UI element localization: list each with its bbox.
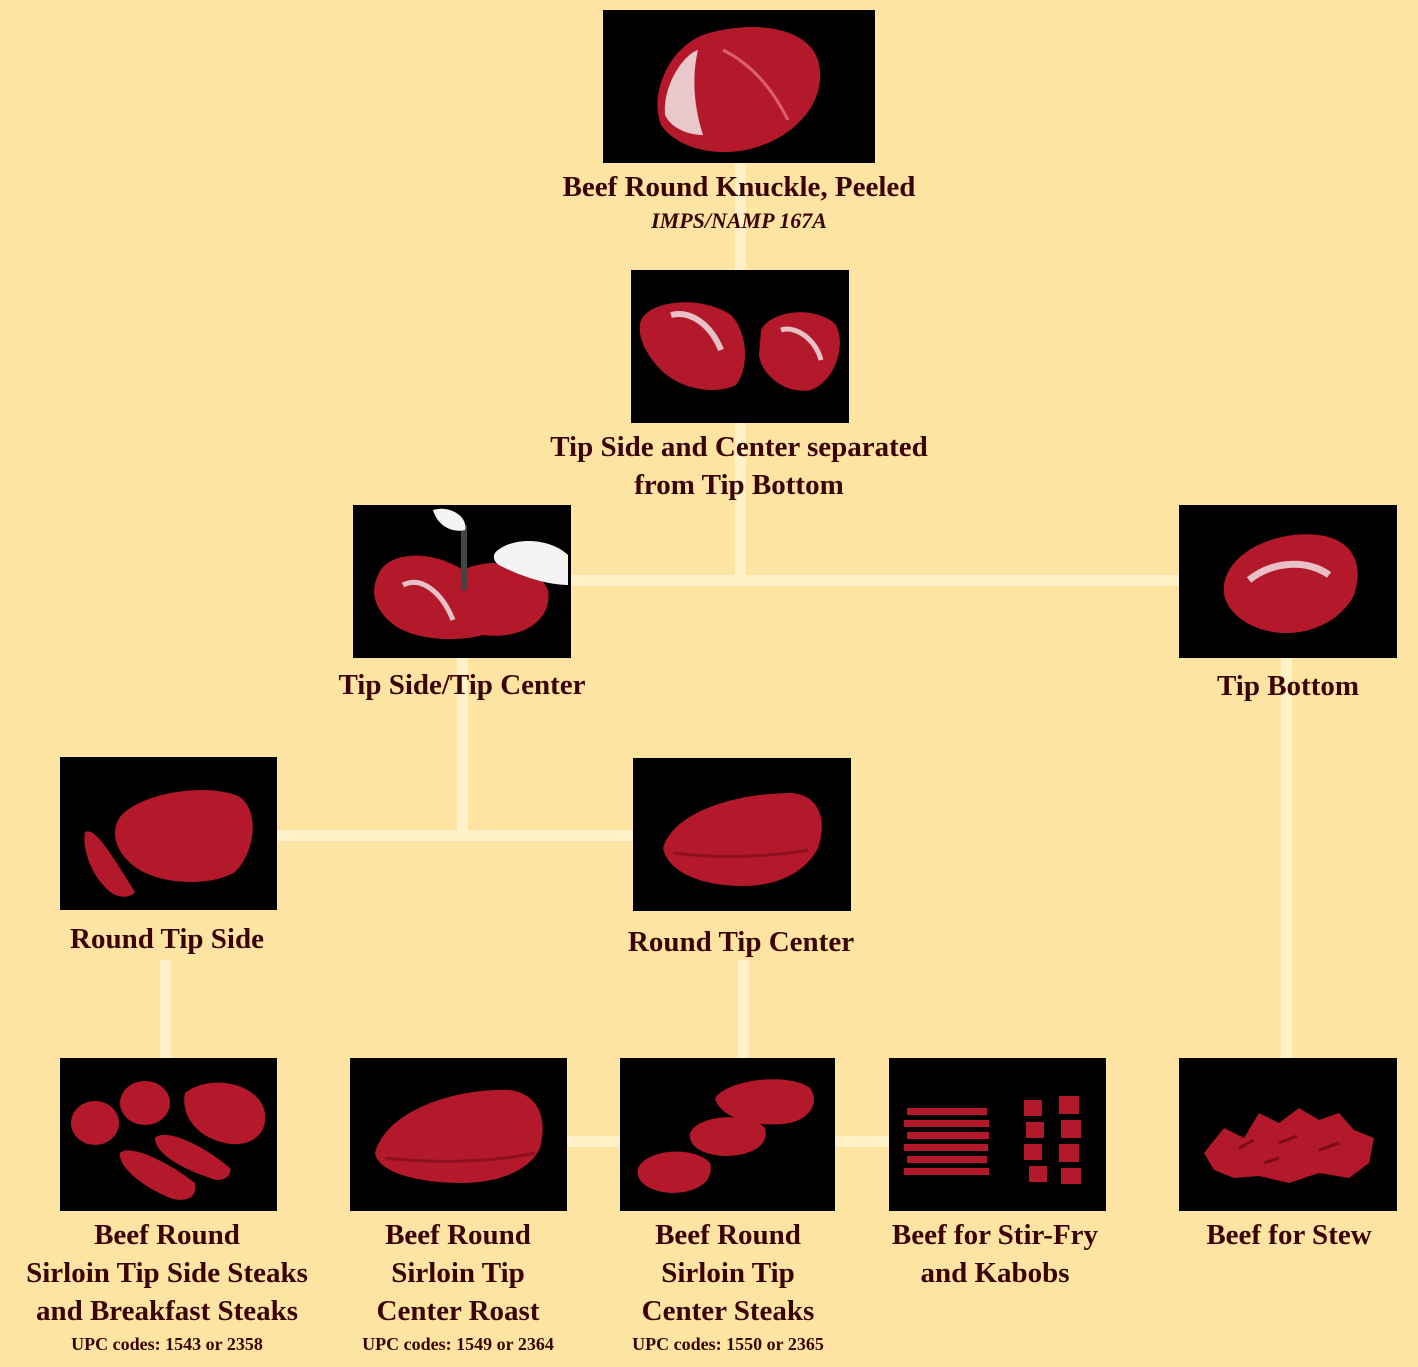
center-steaks-label: Beef Round Sirloin Tip Center Steaks UPC… [578,1216,878,1358]
connector [738,960,749,1060]
tip-bottom-photo [1179,505,1397,658]
tip-side-center-photo [353,505,571,658]
stir-fry-label: Beef for Stir-Fry and Kabobs [845,1216,1145,1292]
stir-fry-photo [889,1058,1106,1211]
connector [568,575,1182,586]
round-tip-side-label: Round Tip Side [0,920,334,958]
connector [160,960,171,1060]
connector [1281,655,1292,1060]
center-roast-label: Beef Round Sirloin Tip Center Roast UPC … [308,1216,608,1358]
tip-side-center-label: Tip Side/Tip Center [262,666,662,704]
knuckle-photo [603,10,875,163]
center-roast-photo [350,1058,567,1211]
tip-bottom-label: Tip Bottom [1088,667,1418,705]
stew-label: Beef for Stew [1139,1216,1418,1254]
side-steaks-label: Beef Round Sirloin Tip Side Steaks and B… [0,1216,334,1358]
round-tip-side-photo [60,757,277,910]
separated-label: Tip Side and Center separated from Tip B… [439,428,1039,504]
side-steaks-photo [60,1058,277,1211]
center-steaks-photo [620,1058,835,1211]
round-tip-center-photo [633,758,851,911]
stew-photo [1179,1058,1397,1211]
connector [275,830,635,841]
knuckle-label: Beef Round Knuckle, Peeled IMPS/NAMP 167… [439,168,1039,236]
round-tip-center-label: Round Tip Center [541,923,941,961]
separated-photo [631,270,849,423]
